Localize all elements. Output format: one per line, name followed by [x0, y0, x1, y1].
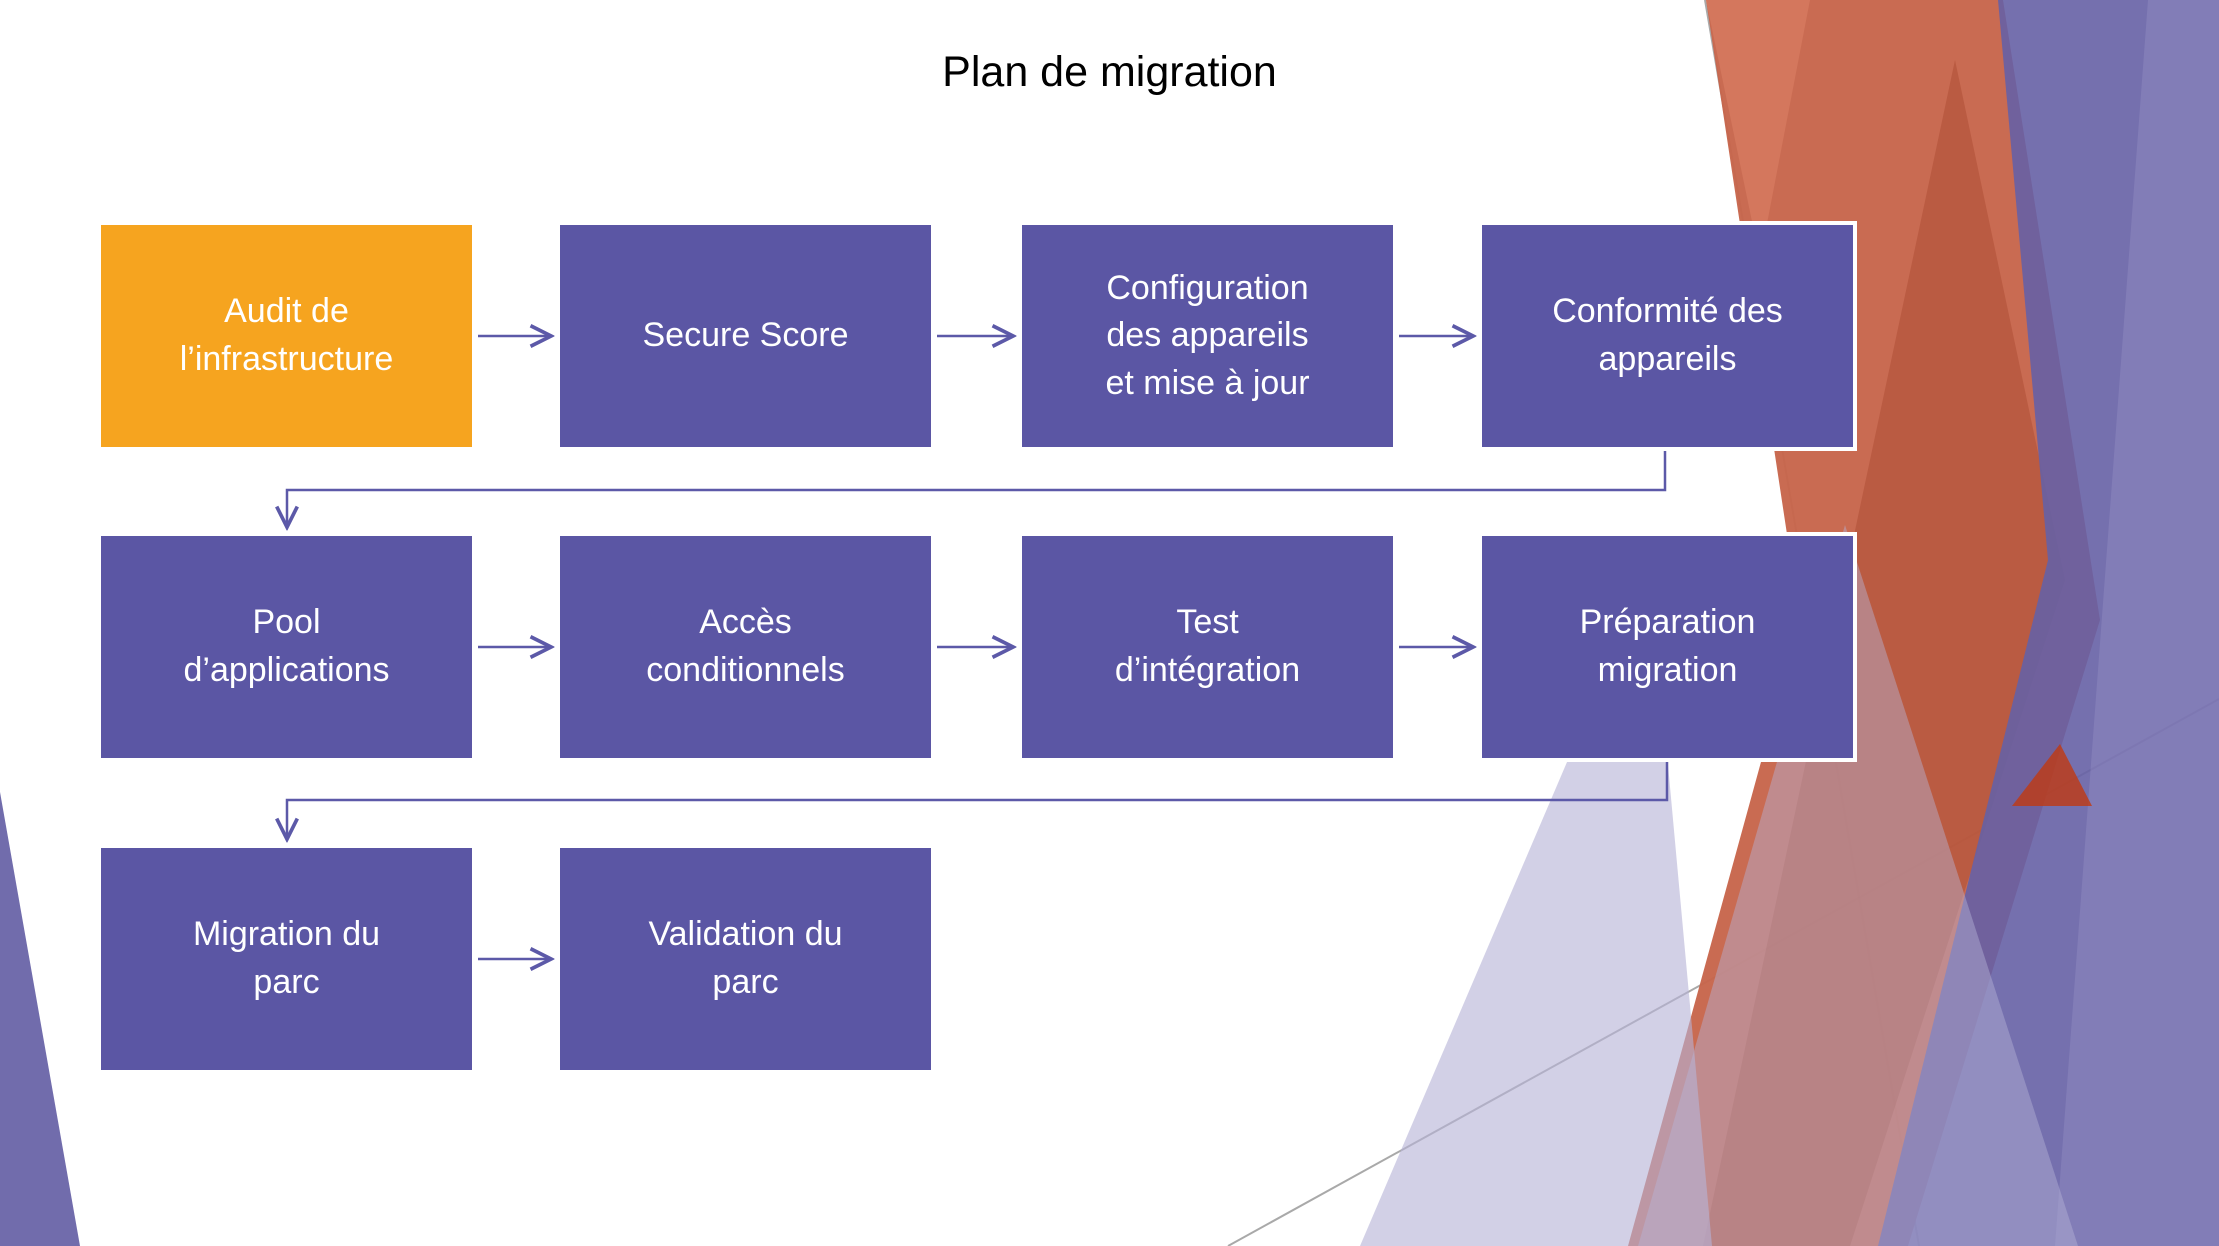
dark-red-overlay-shape	[1703, 60, 2065, 1246]
flow-node-conformite-appareils: Conformité des appareils	[1482, 225, 1853, 447]
flow-node-pool-applications: Pool d’applications	[101, 536, 472, 758]
flow-node-label: Accès conditionnels	[646, 603, 845, 689]
flow-node-validation-parc: Validation du parc	[560, 848, 931, 1070]
flow-node-label: Test d’intégration	[1114, 603, 1301, 689]
flow-node-label: Configuration des appareils et mise à jo…	[1105, 268, 1310, 402]
flow-node-label: Secure Score	[642, 316, 849, 355]
flow-node-audit-infrastructure: Audit de l’infrastructure	[101, 225, 472, 447]
flow-node-label: Validation du parc	[648, 915, 843, 1001]
flow-node-label: Pool d’applications	[183, 603, 390, 689]
flow-node-label: Migration du parc	[192, 915, 381, 1001]
flow-node-preparation-migration: Préparation migration	[1482, 536, 1853, 758]
salmon-highlight-shape	[1706, 0, 1810, 260]
flow-node-acces-conditionnels: Accès conditionnels	[560, 536, 931, 758]
red-accent-shape	[2012, 744, 2092, 806]
flow-node-label: Conformité des appareils	[1552, 292, 1783, 378]
flow-node-secure-score: Secure Score	[560, 225, 931, 447]
flow-node-label: Préparation migration	[1579, 603, 1756, 689]
lavender-triangle-shape	[1638, 525, 2078, 1246]
left-edge-wedge-shape	[0, 792, 80, 1246]
flow-node-label: Audit de l’infrastructure	[179, 292, 394, 378]
flow-node-test-integration: Test d’intégration	[1022, 536, 1393, 758]
slide-title: Plan de migration	[942, 48, 1277, 96]
purple-highlight-shape	[2055, 0, 2219, 1246]
flow-node-configuration-appareils: Configuration des appareils et mise à jo…	[1022, 225, 1393, 447]
purple-band-shape	[1878, 0, 2219, 1246]
flow-node-migration-parc: Migration du parc	[101, 848, 472, 1070]
